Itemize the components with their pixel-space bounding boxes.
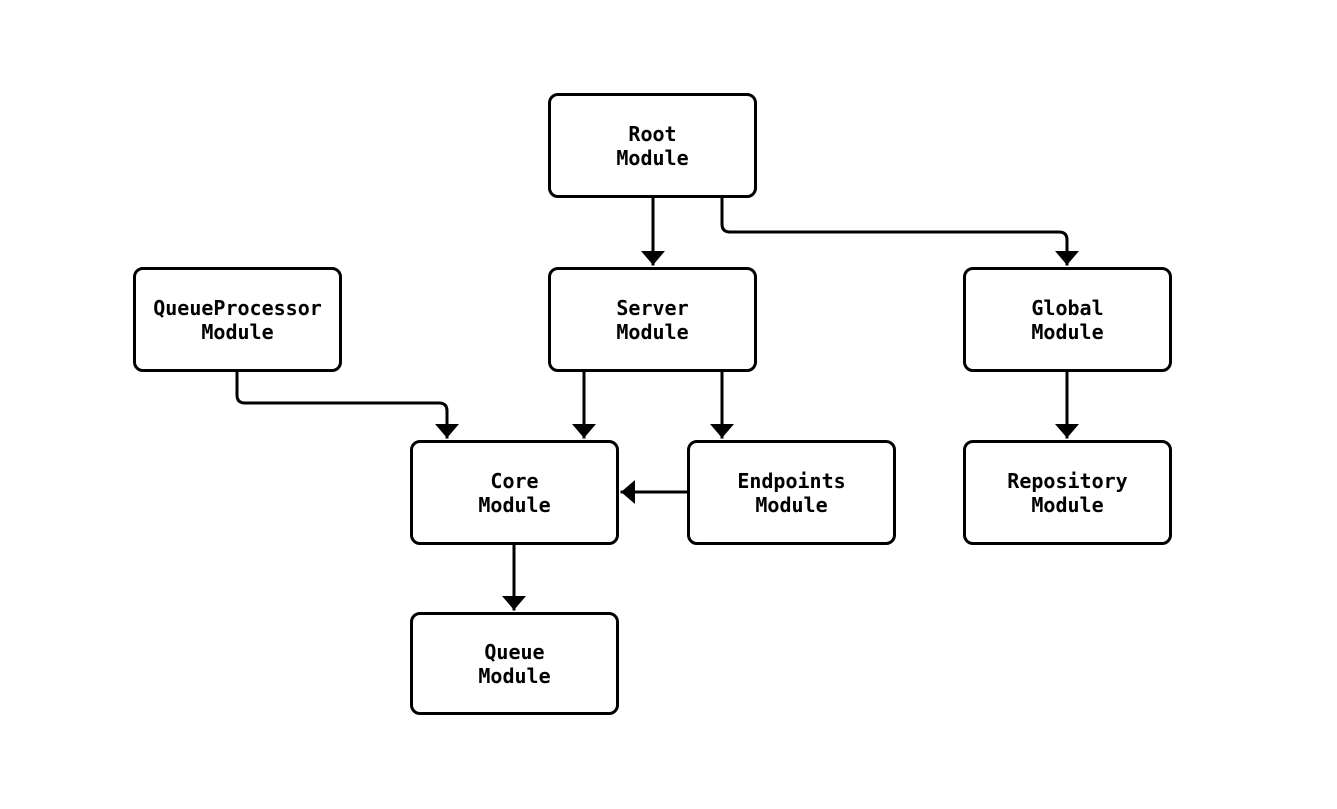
node-core-module: Core Module [410,440,619,545]
node-core-module-type: Module [478,492,551,517]
node-endpoints-module-type: Module [755,492,828,517]
node-queueprocessor-module: QueueProcessor Module [133,267,342,372]
node-global-module-name: Global [1031,295,1104,320]
edge-queueprocessor-to-core [235,370,459,439]
node-queue-module-type: Module [478,663,551,688]
node-root-module: Root Module [548,93,757,198]
node-endpoints-module: Endpoints Module [687,440,896,545]
node-global-module: Global Module [963,267,1172,372]
node-endpoints-module-name: Endpoints [737,468,846,493]
node-global-module-type: Module [1031,319,1104,344]
node-repository-module-type: Module [1031,492,1104,517]
node-queueprocessor-module-name: QueueProcessor [153,295,322,320]
node-repository-module-name: Repository [1007,468,1128,493]
node-server-module-type: Module [616,319,689,344]
edge-root-to-global [720,196,1079,266]
node-repository-module: Repository Module [963,440,1172,545]
node-root-module-type: Module [616,145,689,170]
node-core-module-name: Core [490,468,539,493]
node-queueprocessor-module-type: Module [201,319,274,344]
node-queue-module: Queue Module [410,612,619,715]
node-root-module-name: Root [628,121,677,146]
node-server-module-name: Server [616,295,689,320]
node-queue-module-name: Queue [484,639,545,664]
node-server-module: Server Module [548,267,757,372]
